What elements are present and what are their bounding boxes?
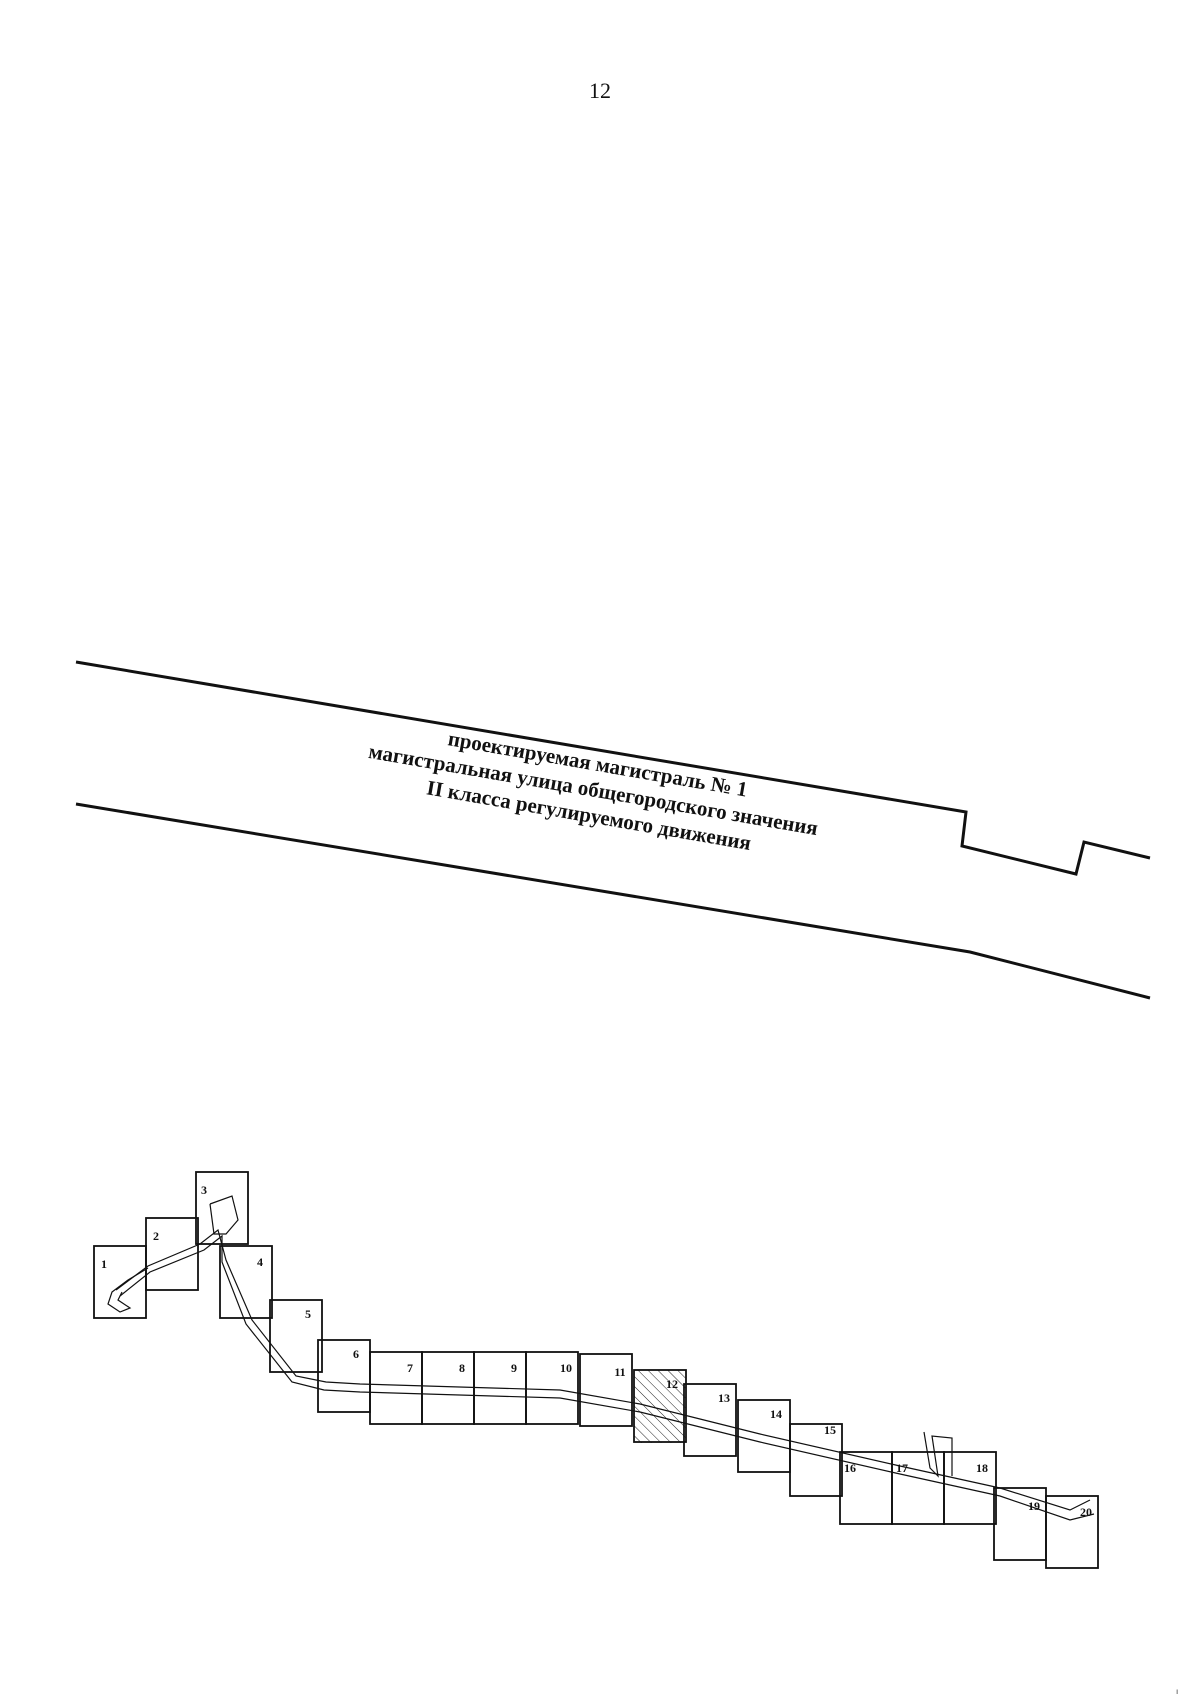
- route-line-upper: [115, 1228, 1091, 1511]
- sheet-frame-11: [579, 1353, 633, 1427]
- sheet-frame-15: [789, 1423, 843, 1497]
- sheet-number-4: 4: [257, 1255, 263, 1269]
- street-label: проектируемая магистраль № 1 магистральн…: [367, 726, 820, 855]
- sheet-number-12: 12: [666, 1377, 678, 1391]
- sheet-frame-20: [1045, 1495, 1099, 1569]
- sheet-number-17: 17: [896, 1461, 908, 1475]
- sheet-12-hatch: [634, 1370, 686, 1443]
- sheet-number-14: 14: [770, 1407, 782, 1421]
- sheet-number-8: 8: [459, 1361, 465, 1375]
- sheet-number-19: 19: [1028, 1499, 1040, 1513]
- sheet-number-2: 2: [153, 1229, 159, 1243]
- sheet-frame-5: [269, 1299, 323, 1373]
- sheet-number-13: 13: [718, 1391, 730, 1405]
- sheet-number-15: 15: [824, 1423, 836, 1437]
- sheet-number-9: 9: [511, 1361, 517, 1375]
- sheet-frame-12: [633, 1369, 687, 1443]
- sheet-number-10: 10: [560, 1361, 572, 1375]
- sheet-number-11: 11: [614, 1365, 625, 1379]
- sheet-frame-10: [525, 1351, 579, 1425]
- sheet-frame-2: [145, 1217, 199, 1291]
- sheet-number-6: 6: [353, 1347, 359, 1361]
- sheet-frame-14: [737, 1399, 791, 1473]
- sheet-number-1: 1: [101, 1257, 107, 1271]
- route-branch-3: [209, 1195, 239, 1235]
- sheet-number-5: 5: [305, 1307, 311, 1321]
- sheet-number-16: 16: [844, 1461, 856, 1475]
- route-branch-17: [923, 1431, 953, 1478]
- sheet-frame-6: [317, 1339, 371, 1413]
- route-start-hook: [107, 1267, 149, 1313]
- sheet-frame-13: [683, 1383, 737, 1457]
- sheet-frame-4: [219, 1245, 273, 1319]
- street-boundary-north: [75, 660, 1151, 876]
- street-boundary-south: [75, 802, 1151, 1000]
- page-number: 12: [589, 78, 611, 103]
- sheet-number-3: 3: [201, 1183, 207, 1197]
- corner-mark: ı: [1176, 1687, 1179, 1696]
- sheet-number-18: 18: [976, 1461, 988, 1475]
- sheet-number-7: 7: [407, 1361, 413, 1375]
- route-line-lower: [119, 1234, 1095, 1521]
- sheet-frame-7: [369, 1351, 423, 1425]
- sheet-frame-8: [421, 1351, 475, 1425]
